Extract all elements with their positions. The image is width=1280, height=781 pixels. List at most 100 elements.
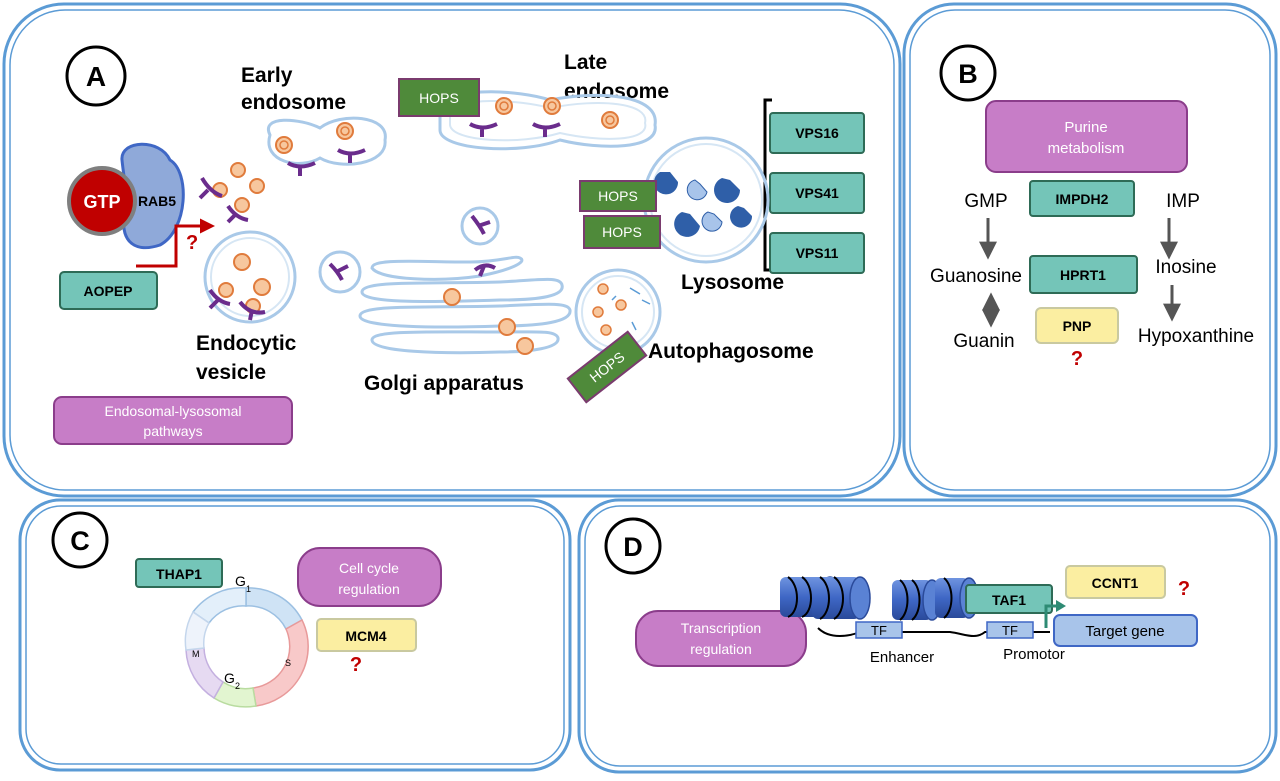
pathway-c-label-2: regulation (338, 581, 400, 597)
early-endosome-label-1: Early (241, 64, 293, 87)
lysosome-label: Lysosome (681, 271, 784, 294)
hops-label-mid1: HOPS (598, 188, 638, 204)
panel-a-letter: A (86, 61, 106, 92)
mcm4-box (316, 618, 417, 652)
pathway-a-label-2: pathways (143, 423, 202, 439)
hprt1-box (1029, 255, 1138, 294)
hprt1-label: HPRT1 (1060, 267, 1106, 283)
panel-c: C THAP1 G 1 G 2 M S Cell cycle regulatio… (18, 498, 572, 772)
hops-box-mid2 (583, 215, 661, 249)
tf-promotor-box (986, 621, 1034, 639)
rab5-complex (67, 142, 185, 250)
guanin-label: Guanin (953, 331, 1014, 352)
hops-box-top (398, 78, 480, 117)
m-label: M (192, 649, 200, 659)
free-cargo (198, 162, 265, 224)
aopep-label: AOPEP (83, 283, 132, 299)
vps41-label: VPS41 (795, 185, 839, 201)
taf1-label: TAF1 (992, 592, 1026, 608)
golgi-apparatus (358, 255, 572, 355)
pathway-c-label-1: Cell cycle (339, 560, 399, 576)
g1-subscript: 1 (246, 584, 251, 594)
panel-d-question: ? (1178, 578, 1190, 600)
impdh2-label: IMPDH2 (1056, 191, 1109, 207)
gtp-label: GTP (83, 192, 120, 212)
panel-d-border (577, 498, 1278, 774)
hypoxanthine-label: Hypoxanthine (1138, 326, 1254, 347)
early-endosome (266, 116, 387, 176)
mcm4-label: MCM4 (345, 628, 386, 644)
endocytic-label-1: Endocytic (196, 332, 297, 355)
impdh2-box (1029, 180, 1135, 217)
pathway-d-label-2: regulation (690, 641, 752, 657)
panel-a: A Early endosome Late endosome (2, 2, 902, 498)
cell-cycle-ring (184, 587, 309, 708)
lysosome (642, 136, 770, 264)
endocytic-vesicle (203, 230, 297, 324)
g1-label: G (235, 573, 246, 589)
early-endosome-label-2: endosome (241, 91, 346, 114)
rab5-label: RAB5 (138, 193, 176, 209)
ccnt1-label: CCNT1 (1092, 575, 1139, 591)
thap1-box (135, 558, 223, 588)
promotor-label: Promotor (1003, 646, 1065, 663)
aopep-box (59, 271, 158, 310)
panel-a-border (2, 2, 902, 498)
golgi-cargo (443, 263, 534, 355)
target-gene-label: Target gene (1085, 623, 1164, 640)
thap1-label: THAP1 (156, 566, 202, 582)
nucleosome-2 (812, 576, 871, 620)
aopep-arrow (136, 218, 215, 268)
transcription-start-arrow (1044, 604, 1058, 628)
hops-label-mid2: HOPS (602, 224, 642, 240)
vps16-label: VPS16 (795, 125, 839, 141)
panel-c-question: ? (350, 654, 362, 676)
late-endosome (438, 90, 657, 151)
late-endosome-label-2: endosome (564, 80, 669, 103)
tf-enhancer-label: TF (871, 623, 887, 638)
tf-enhancer-box (855, 621, 903, 639)
ccnt1-box (1065, 565, 1166, 599)
autophagosome-label: Autophagosome (648, 340, 814, 363)
taf1-box (965, 584, 1053, 614)
golgi-label: Golgi apparatus (364, 372, 524, 395)
panel-c-border (18, 498, 572, 772)
pathway-a-label-1: Endosomal-lysosomal (105, 403, 242, 419)
tf-promotor-label: TF (1002, 623, 1018, 638)
s-label: S (285, 658, 291, 668)
pathway-box-d (635, 610, 807, 667)
hops-label-top: HOPS (419, 90, 459, 106)
pathway-box-a (53, 396, 293, 445)
panel-b-letter-circle (939, 44, 997, 102)
g2-subscript: 2 (235, 681, 240, 691)
g2-label: G (224, 670, 235, 686)
panel-a-question: ? (186, 232, 198, 254)
imp-label: IMP (1166, 191, 1200, 212)
pathway-box-c (297, 547, 442, 607)
hops-box-mid1 (579, 180, 657, 212)
inosine-label: Inosine (1155, 257, 1216, 278)
panel-a-letter-circle (65, 45, 127, 107)
vps16-box (769, 112, 865, 154)
nucleosome-3 (892, 579, 942, 621)
panel-b-letter: B (958, 59, 978, 89)
pathway-d-label-1: Transcription (681, 620, 761, 636)
late-endosome-label-1: Late (564, 51, 607, 74)
panel-b-question: ? (1071, 348, 1083, 370)
panel-d: D Transcription regulation TF E (577, 498, 1278, 774)
pathway-b-label-2: metabolism (1048, 140, 1125, 157)
vps11-label: VPS11 (796, 245, 839, 261)
panel-b-border (902, 2, 1278, 498)
pathway-box-b (985, 100, 1188, 173)
panel-d-letter-circle (604, 517, 662, 575)
endocytic-label-2: vesicle (196, 361, 266, 384)
guanosine-label: Guanosine (930, 266, 1022, 287)
panel-b: B Purine metabolism GMP IMP IMPDH2 Guano… (902, 2, 1278, 498)
pnp-label: PNP (1063, 318, 1092, 334)
panel-d-letter: D (623, 532, 643, 562)
vps41-box (769, 172, 865, 214)
gmp-label: GMP (964, 191, 1007, 212)
panel-c-letter: C (70, 526, 90, 556)
enhancer-label: Enhancer (870, 649, 934, 666)
